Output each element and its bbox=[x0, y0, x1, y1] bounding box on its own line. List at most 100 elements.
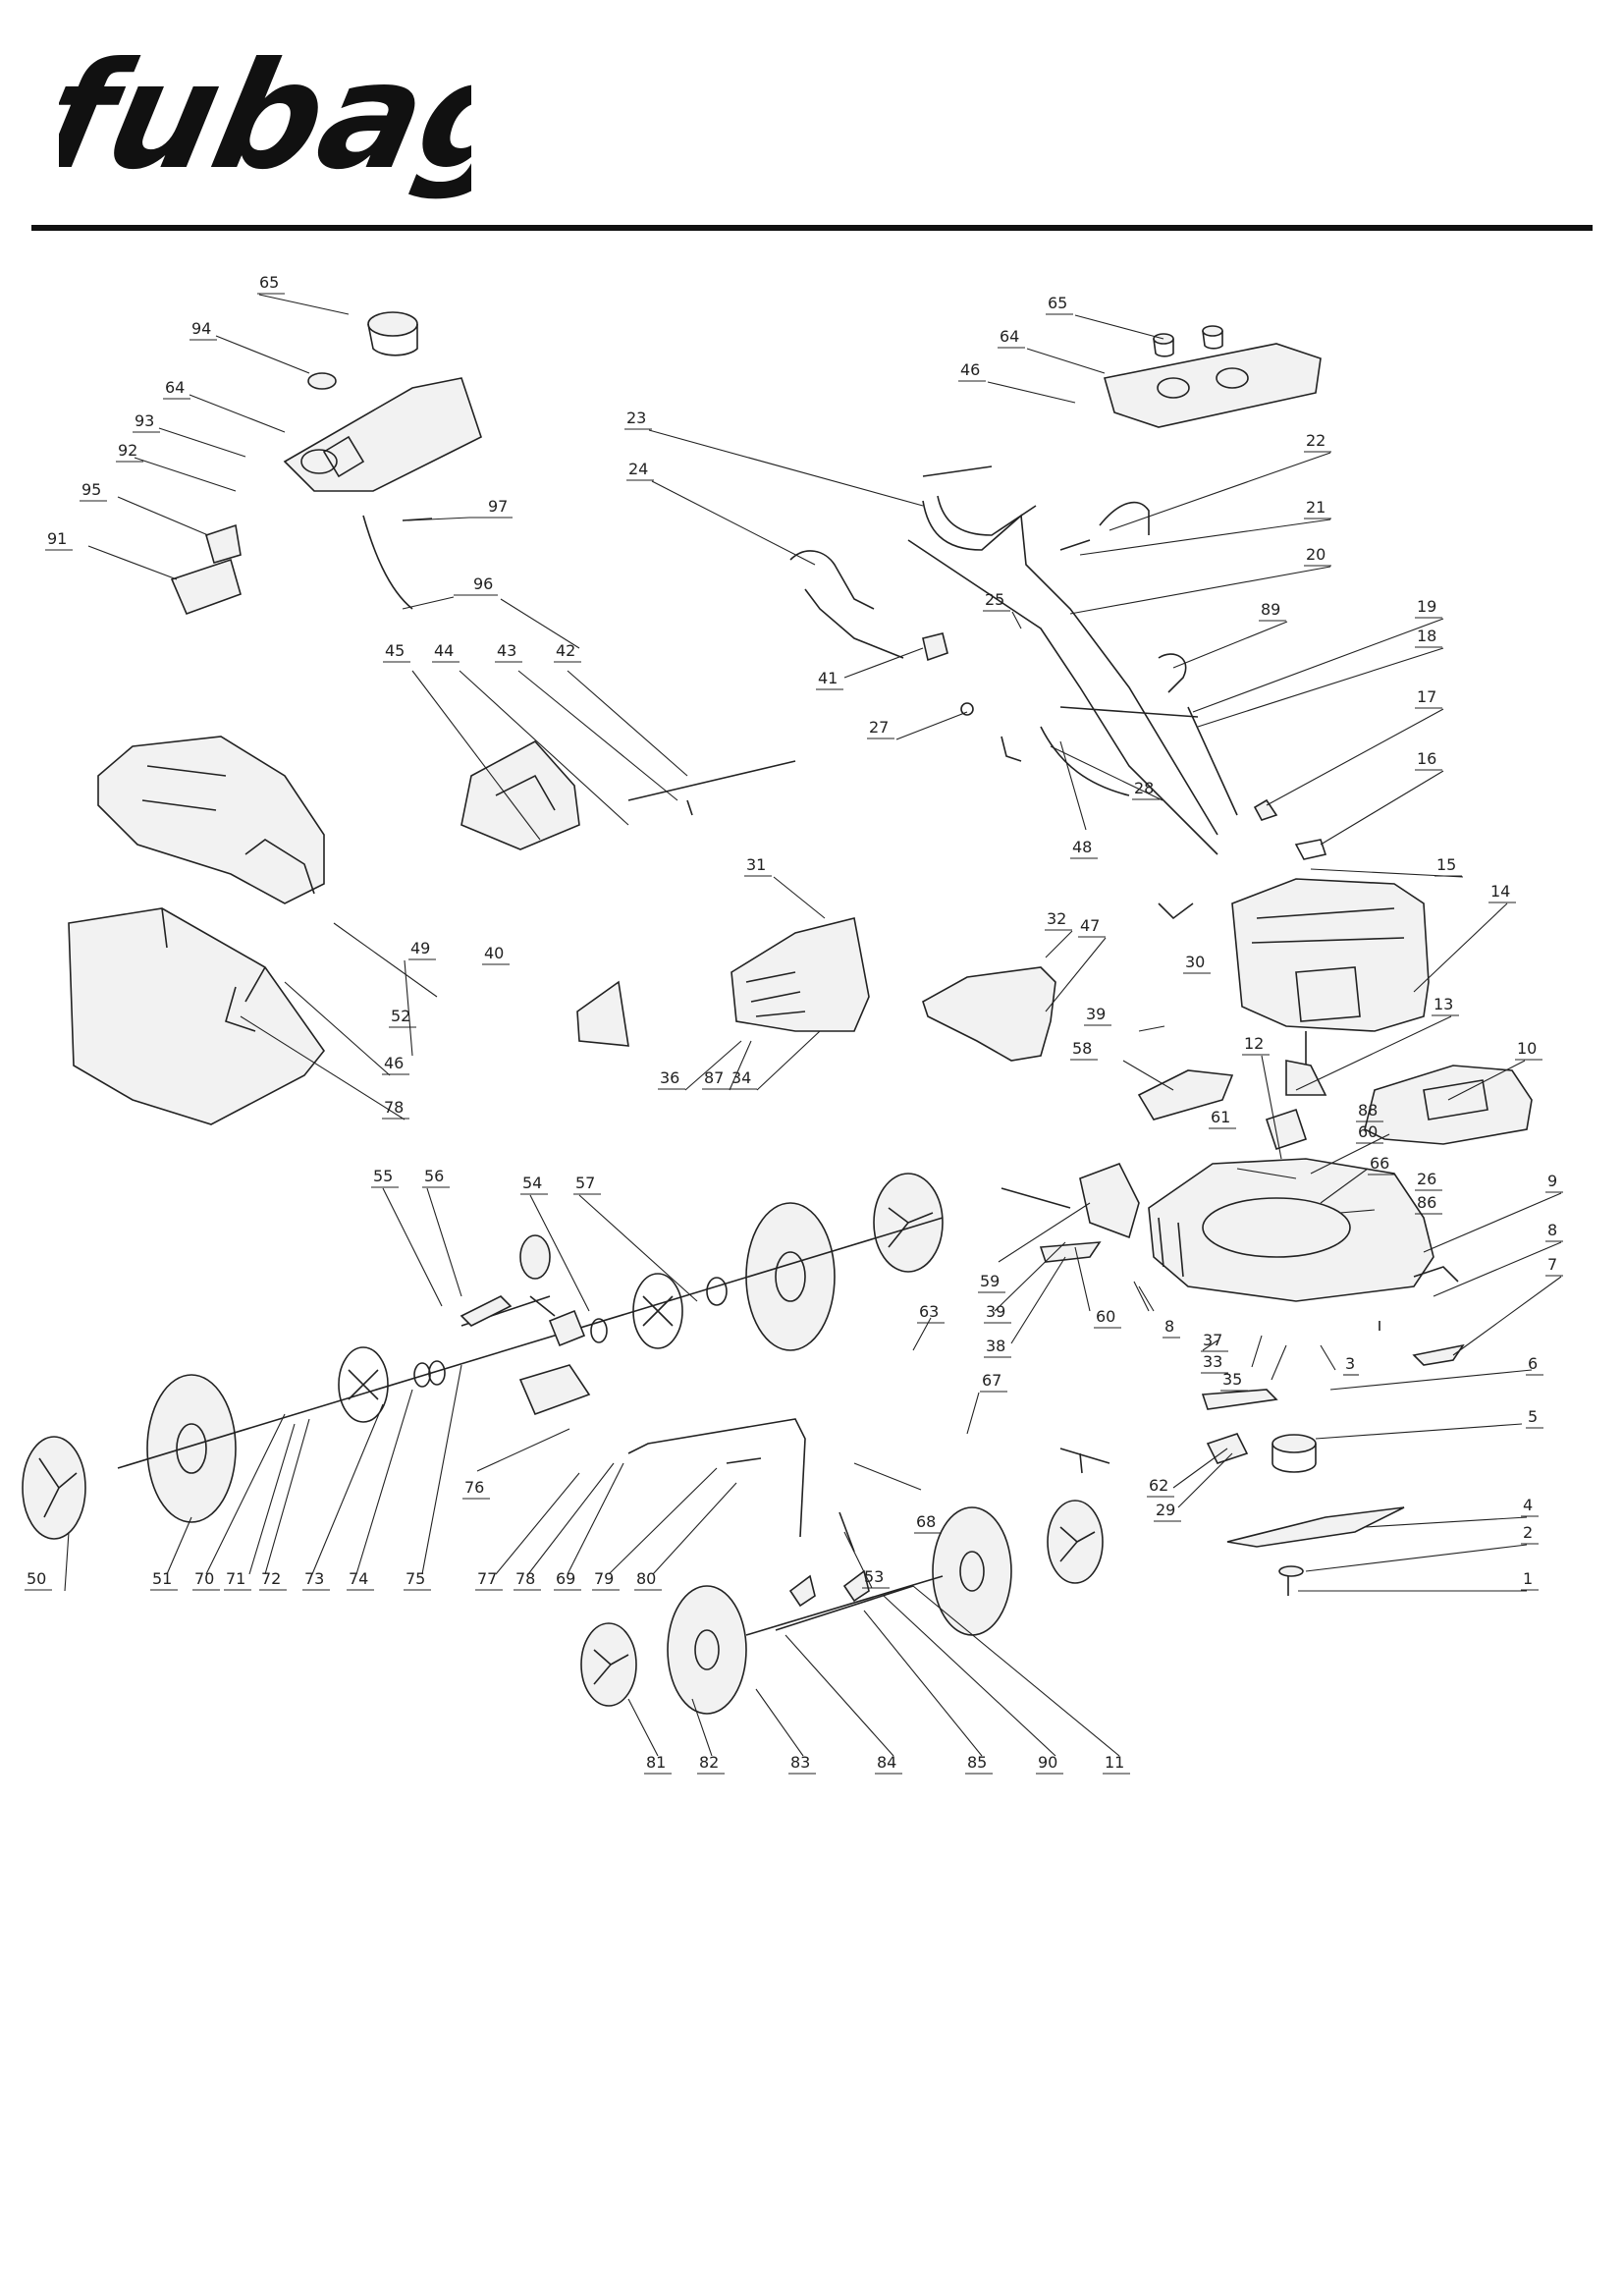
callout-7: 7 bbox=[1545, 1255, 1563, 1277]
svg-text:23: 23 bbox=[626, 409, 646, 427]
callout-54: 54 bbox=[520, 1174, 548, 1195]
svg-text:56: 56 bbox=[424, 1167, 444, 1185]
svg-text:12: 12 bbox=[1244, 1034, 1264, 1053]
callout-26: 26 bbox=[1415, 1170, 1442, 1191]
callout-22: 22 bbox=[1304, 431, 1331, 453]
svg-text:96: 96 bbox=[473, 574, 493, 593]
svg-text:77: 77 bbox=[477, 1569, 497, 1588]
mower-deck bbox=[1001, 1158, 1459, 1302]
callout-93: 93 bbox=[133, 411, 160, 433]
svg-text:39: 39 bbox=[986, 1302, 1005, 1321]
svg-text:37: 37 bbox=[1203, 1331, 1222, 1349]
callout-66: 66 bbox=[1368, 1154, 1395, 1175]
svg-text:97: 97 bbox=[488, 497, 508, 516]
svg-text:90: 90 bbox=[1038, 1753, 1057, 1772]
svg-text:18: 18 bbox=[1417, 627, 1436, 645]
svg-text:8: 8 bbox=[1547, 1221, 1557, 1239]
callout-42: 42 bbox=[554, 641, 581, 663]
callout-labels: 65 94 64 93 92 95 91 97 96 45 44 43 42 2… bbox=[25, 273, 1563, 1775]
svg-text:40: 40 bbox=[484, 944, 504, 962]
svg-text:47: 47 bbox=[1080, 916, 1100, 935]
callout-32: 32 bbox=[1045, 909, 1072, 931]
svg-text:34: 34 bbox=[731, 1068, 751, 1087]
svg-text:88: 88 bbox=[1358, 1101, 1378, 1120]
svg-text:53: 53 bbox=[864, 1567, 884, 1586]
callout-19: 19 bbox=[1415, 597, 1442, 619]
callout-60: 60 bbox=[1094, 1307, 1121, 1329]
callout-24: 24 bbox=[626, 460, 654, 481]
svg-text:55: 55 bbox=[373, 1167, 393, 1185]
svg-text:85: 85 bbox=[967, 1753, 987, 1772]
side-discharge-parts bbox=[730, 917, 1533, 1145]
callout-11: 11 bbox=[1103, 1753, 1130, 1775]
svg-text:46: 46 bbox=[384, 1054, 404, 1072]
svg-text:7: 7 bbox=[1547, 1255, 1557, 1274]
brand-logo: fubag bbox=[59, 30, 471, 202]
callout-35: 35 bbox=[1220, 1370, 1248, 1392]
svg-text:72: 72 bbox=[261, 1569, 281, 1588]
svg-text:25: 25 bbox=[985, 590, 1004, 609]
svg-text:81: 81 bbox=[646, 1753, 666, 1772]
callout-78: 78 bbox=[514, 1569, 541, 1591]
svg-text:29: 29 bbox=[1156, 1501, 1175, 1519]
svg-text:80: 80 bbox=[636, 1569, 656, 1588]
svg-text:89: 89 bbox=[1261, 600, 1280, 619]
svg-text:65: 65 bbox=[259, 273, 279, 292]
callout-31: 31 bbox=[744, 855, 772, 877]
svg-text:10: 10 bbox=[1517, 1039, 1537, 1058]
callout-92: 92 bbox=[116, 441, 143, 463]
handle-console-left bbox=[170, 311, 482, 616]
callout-76: 76 bbox=[462, 1478, 490, 1500]
svg-text:32: 32 bbox=[1047, 909, 1066, 928]
svg-text:50: 50 bbox=[27, 1569, 46, 1588]
callout-14: 14 bbox=[1488, 882, 1516, 903]
svg-text:9: 9 bbox=[1547, 1172, 1557, 1190]
svg-text:43: 43 bbox=[497, 641, 516, 660]
svg-text:14: 14 bbox=[1490, 882, 1510, 901]
callout-51: 51 bbox=[150, 1569, 178, 1591]
callout-41: 41 bbox=[816, 669, 843, 690]
callout-72: 72 bbox=[259, 1569, 287, 1591]
callout-45: 45 bbox=[383, 641, 410, 663]
svg-text:92: 92 bbox=[118, 441, 137, 460]
rear-axle-wheels bbox=[22, 1173, 944, 1540]
callout-77: 77 bbox=[475, 1569, 503, 1591]
callout-28: 28 bbox=[1132, 779, 1160, 800]
callout-39: 39 bbox=[984, 1302, 1011, 1324]
svg-text:93: 93 bbox=[135, 411, 154, 430]
svg-text:68: 68 bbox=[916, 1512, 936, 1531]
svg-text:64: 64 bbox=[1000, 327, 1019, 346]
svg-text:63: 63 bbox=[919, 1302, 939, 1321]
callout-44: 44 bbox=[432, 641, 460, 663]
callout-47: 47 bbox=[1078, 916, 1106, 938]
svg-text:86: 86 bbox=[1417, 1193, 1436, 1212]
callout-67: 67 bbox=[980, 1371, 1007, 1393]
callout-16: 16 bbox=[1415, 749, 1442, 771]
callout-25: 25 bbox=[983, 590, 1010, 612]
header-rule bbox=[31, 225, 1593, 231]
blade-assembly bbox=[1059, 1321, 1465, 1596]
svg-text:36: 36 bbox=[660, 1068, 679, 1087]
svg-text:19: 19 bbox=[1417, 597, 1436, 616]
svg-text:2: 2 bbox=[1523, 1523, 1533, 1542]
rear-flap-parts bbox=[460, 739, 796, 1047]
callout-86: 86 bbox=[1415, 1193, 1442, 1215]
callout-85: 85 bbox=[965, 1753, 993, 1775]
svg-text:28: 28 bbox=[1134, 779, 1154, 797]
callout-70: 70 bbox=[192, 1569, 220, 1591]
svg-text:3: 3 bbox=[1345, 1354, 1355, 1373]
callout-2: 2 bbox=[1521, 1523, 1539, 1545]
callout-37: 37 bbox=[1201, 1331, 1228, 1352]
svg-text:78: 78 bbox=[515, 1569, 535, 1588]
callout-40: 40 bbox=[482, 944, 510, 965]
callout-97: 97 bbox=[469, 497, 513, 519]
callout-57: 57 bbox=[573, 1174, 601, 1195]
callout-62: 62 bbox=[1147, 1476, 1174, 1498]
callout-36: 36 bbox=[658, 1068, 685, 1090]
callout-56: 56 bbox=[422, 1167, 450, 1188]
svg-text:16: 16 bbox=[1417, 749, 1436, 768]
svg-text:41: 41 bbox=[818, 669, 838, 687]
callout-78: 78 bbox=[382, 1098, 409, 1120]
svg-text:38: 38 bbox=[986, 1337, 1005, 1355]
